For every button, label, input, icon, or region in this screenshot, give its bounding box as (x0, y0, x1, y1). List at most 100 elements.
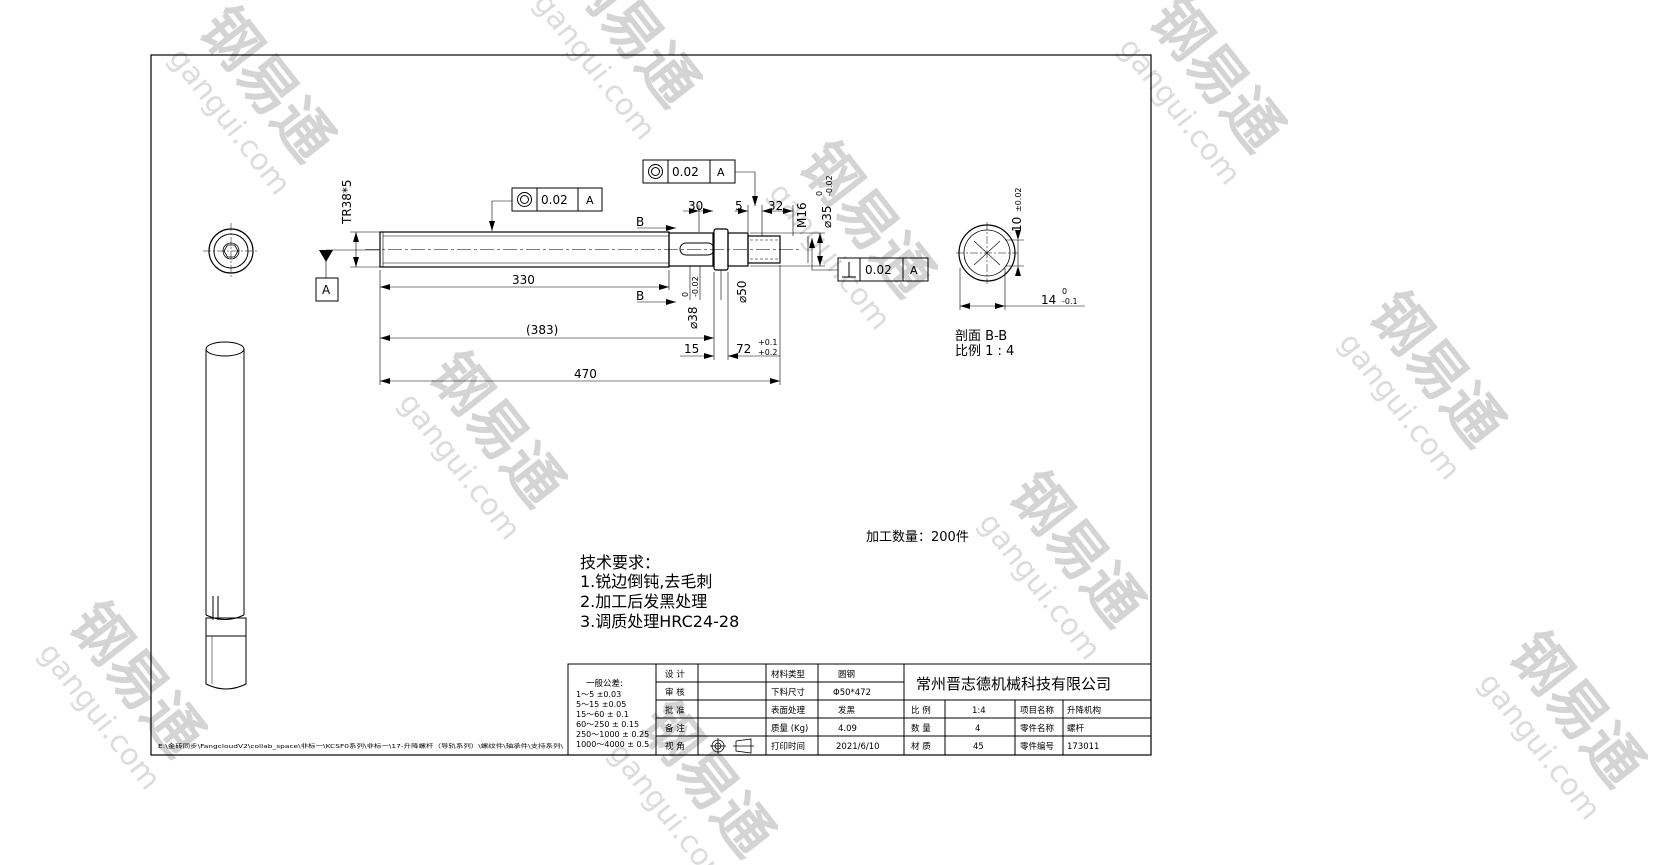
shaft-front-view (365, 228, 800, 271)
tol-14-lower: -0.1 (1062, 297, 1078, 306)
feature-control-frame-2: 0.02 A (642, 159, 736, 184)
dim-15: 15 (684, 342, 699, 356)
tol-72-upper: +0.1 (758, 338, 777, 347)
concentricity-icon (648, 164, 663, 179)
dim-thread-label: TR38*5 (340, 179, 354, 225)
svg-text:0.02: 0.02 (865, 263, 892, 277)
dim-thread-length: 330 (512, 273, 535, 287)
section-arrowheads (960, 230, 1021, 309)
material-label: 材 质 (911, 741, 931, 752)
tech-item-2: 2.加工后发黑处理 (580, 592, 707, 611)
mass-label: 质量 (Kg) (771, 723, 808, 734)
section-title: 剖面 B-B (955, 329, 1007, 344)
concentricity-icon (517, 192, 532, 207)
section-mark-bottom: B (636, 289, 644, 303)
dim-10: 10 (1010, 217, 1024, 232)
tol-dia35-upper: 0 (815, 191, 824, 196)
tech-item-1: 1.锐边倒钝,去毛刺 (580, 572, 712, 591)
tolerance-row: 1000～4000 ± 0.5 (576, 740, 649, 749)
tolerance-row: 250～1000 ± 0.25 (576, 730, 649, 739)
svg-text:0.02: 0.02 (672, 165, 699, 179)
part-no-label: 零件编号 (1020, 741, 1054, 752)
tol-72-lower: +0.2 (758, 348, 777, 357)
arrowheads (319, 196, 823, 384)
file-path: E:\金砖同步\FangcloudV2\collab_space\非标一\KCS… (158, 742, 563, 750)
tolerance-row: 5～15 ±0.05 (576, 700, 626, 709)
section-b-b (956, 222, 1085, 310)
datum-a: A (315, 277, 339, 302)
surface-value: 发黑 (838, 705, 856, 716)
role-note: 备 注 (665, 723, 685, 734)
material-value: 45 (973, 742, 984, 752)
dim-32: 32 (768, 199, 783, 213)
project-label: 项目名称 (1020, 705, 1055, 716)
dim-5: 5 (735, 199, 743, 213)
end-view (203, 223, 259, 279)
tech-item-3: 3.调质处理HRC24-28 (580, 612, 739, 631)
section-mark-top: B (636, 215, 644, 229)
technical-requirements: 技术要求： 1.锐边倒钝,去毛刺 2.加工后发黑处理 3.调质处理HRC24-2… (580, 553, 739, 631)
tol-dia38-upper: 0 (681, 292, 690, 297)
dim-reference-length: (383) (526, 323, 558, 337)
tech-heading: 技术要求： (580, 553, 660, 572)
perpendicularity-icon (842, 262, 856, 278)
role-review: 审 核 (665, 687, 685, 698)
project-value: 升降机构 (1067, 705, 1101, 716)
material-type-value: 圆钢 (838, 669, 855, 680)
svg-text:A: A (586, 194, 594, 207)
tolerance-title: 一般公差: (586, 678, 623, 689)
title-block (567, 663, 1152, 756)
surface-label: 表面处理 (771, 705, 806, 716)
company-name: 常州晋志德机械科技有限公司 (916, 675, 1111, 693)
dim-dia35: ⌀35 (820, 206, 834, 229)
part-name-value: 螺杆 (1067, 723, 1085, 734)
tol-10: ±0.02 (1014, 187, 1023, 212)
section-text: 10 ±0.02 14 0 -0.1 剖面 B-B 比例 1 : 4 (955, 187, 1078, 359)
quantity-note: 加工数量：200件 (866, 530, 969, 545)
print-time-value: 2021/6/10 (836, 742, 880, 752)
projection-symbol-icon (710, 738, 754, 754)
svg-text:A: A (717, 166, 725, 179)
blank-size-value: Φ50*472 (833, 688, 871, 698)
title-block-text: 一般公差: 1～5 ±0.03 5～15 ±0.05 15～60 ± 0.1 6… (576, 669, 1111, 752)
role-design: 设 计 (665, 669, 685, 680)
tol-dia35-lower: -0.02 (825, 175, 834, 196)
dimension-text: TR38*5 470 (383) 330 15 72 +0.1 +0.2 30 … (340, 175, 834, 381)
tol-dia38-lower: -0.02 (691, 276, 700, 297)
mass-value: 4.09 (838, 724, 857, 734)
qty-label: 数 量 (911, 723, 931, 734)
tolerance-row: 15～60 ± 0.1 (576, 710, 629, 719)
print-time-label: 打印时间 (771, 741, 805, 752)
feature-control-frame-3: 0.02 A (837, 257, 929, 282)
qty-value: 4 (975, 724, 980, 734)
dim-72: 72 (736, 342, 751, 356)
dim-14: 14 (1041, 293, 1056, 307)
tolerance-row: 60～250 ± 0.15 (576, 720, 639, 729)
part-no-value: 173011 (1067, 742, 1099, 752)
role-approve: 批 准 (665, 705, 685, 716)
dim-30: 30 (688, 199, 703, 213)
part-name-label: 零件名称 (1020, 723, 1055, 734)
tol-14-upper: 0 (1062, 287, 1067, 296)
dimension-lines (325, 171, 838, 385)
dim-m16: M16 (795, 202, 809, 228)
isometric-view (205, 341, 247, 690)
section-scale: 比例 1 : 4 (955, 344, 1014, 359)
dim-dia38: ⌀38 (686, 307, 700, 330)
scale-label: 比 例 (911, 705, 931, 716)
svg-text:A: A (322, 283, 331, 297)
tolerance-row: 1～5 ±0.03 (576, 690, 621, 699)
svg-text:A: A (910, 264, 918, 277)
feature-control-frame-1: 0.02 A (511, 187, 603, 212)
material-type-label: 材料类型 (771, 669, 806, 680)
dim-dia50: ⌀50 (735, 281, 749, 304)
